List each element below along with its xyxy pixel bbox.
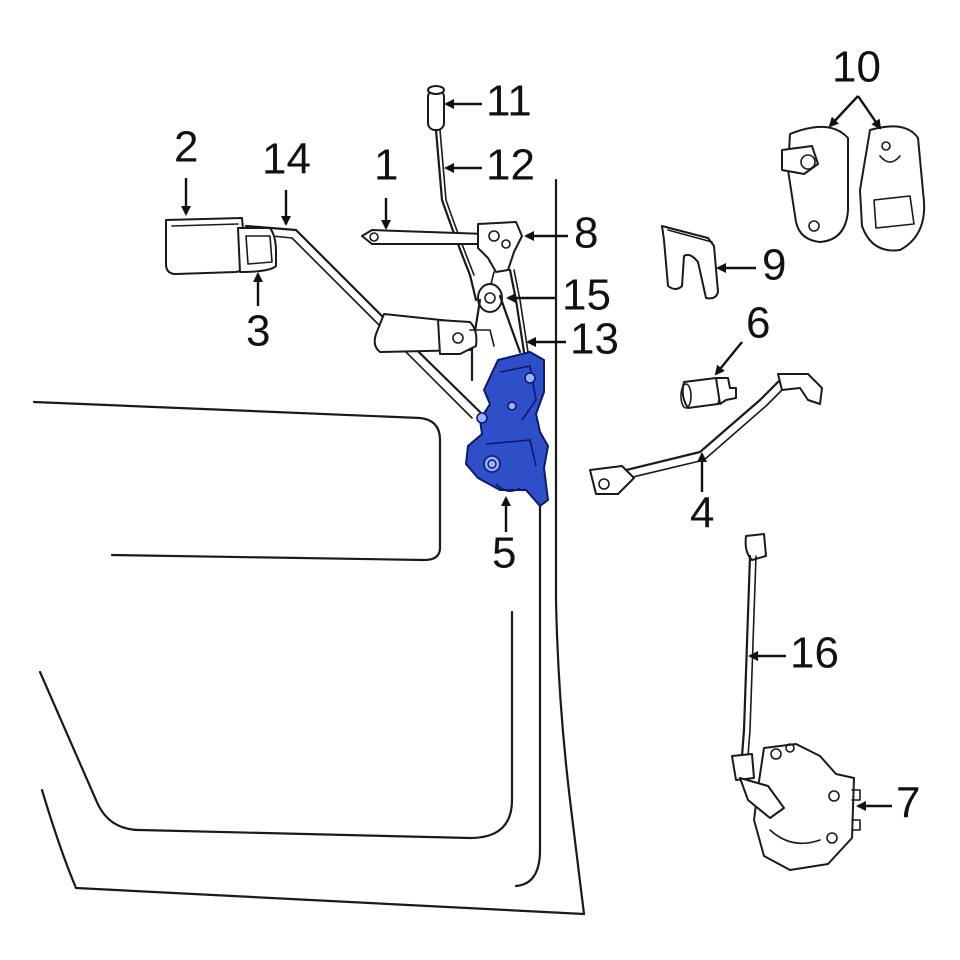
label-12: 12 [486, 141, 535, 190]
part-10-lock-cylinder-parts [781, 125, 926, 252]
label-11: 11 [486, 77, 532, 126]
part-15-bellcrank [470, 283, 522, 382]
callout-arrows [181, 95, 892, 811]
callout-labels: 11 12 1 2 14 3 8 15 13 5 10 9 6 4 16 7 [174, 43, 920, 828]
label-1: 1 [374, 141, 398, 190]
label-9: 9 [762, 241, 786, 290]
part-9-retainer-clip [661, 225, 719, 300]
label-8: 8 [574, 209, 598, 258]
part-11-lock-knob [427, 85, 445, 131]
inside-handle [373, 313, 495, 355]
part-3-handle-bracket [237, 227, 277, 273]
label-3: 3 [246, 307, 270, 356]
part-13-rod [508, 268, 529, 354]
part-12-lock-rod [434, 128, 478, 302]
label-2: 2 [174, 123, 198, 172]
label-15: 15 [562, 271, 611, 320]
label-5: 5 [492, 529, 516, 578]
part-5-door-latch [465, 351, 549, 507]
label-13: 13 [570, 315, 619, 364]
part-7-rear-latch [739, 743, 861, 871]
label-16: 16 [790, 629, 839, 678]
part-4-rod [589, 373, 823, 495]
part-1-rod [361, 229, 487, 245]
label-7: 7 [896, 779, 920, 828]
door-outline [32, 178, 586, 916]
label-14: 14 [262, 135, 311, 184]
part-16-rod [731, 533, 767, 781]
label-6: 6 [746, 299, 770, 348]
label-4: 4 [690, 489, 714, 538]
label-10: 10 [832, 43, 881, 92]
latch-body [465, 351, 549, 507]
part-6-bushing [680, 377, 737, 409]
part-2-outside-handle [165, 217, 247, 275]
